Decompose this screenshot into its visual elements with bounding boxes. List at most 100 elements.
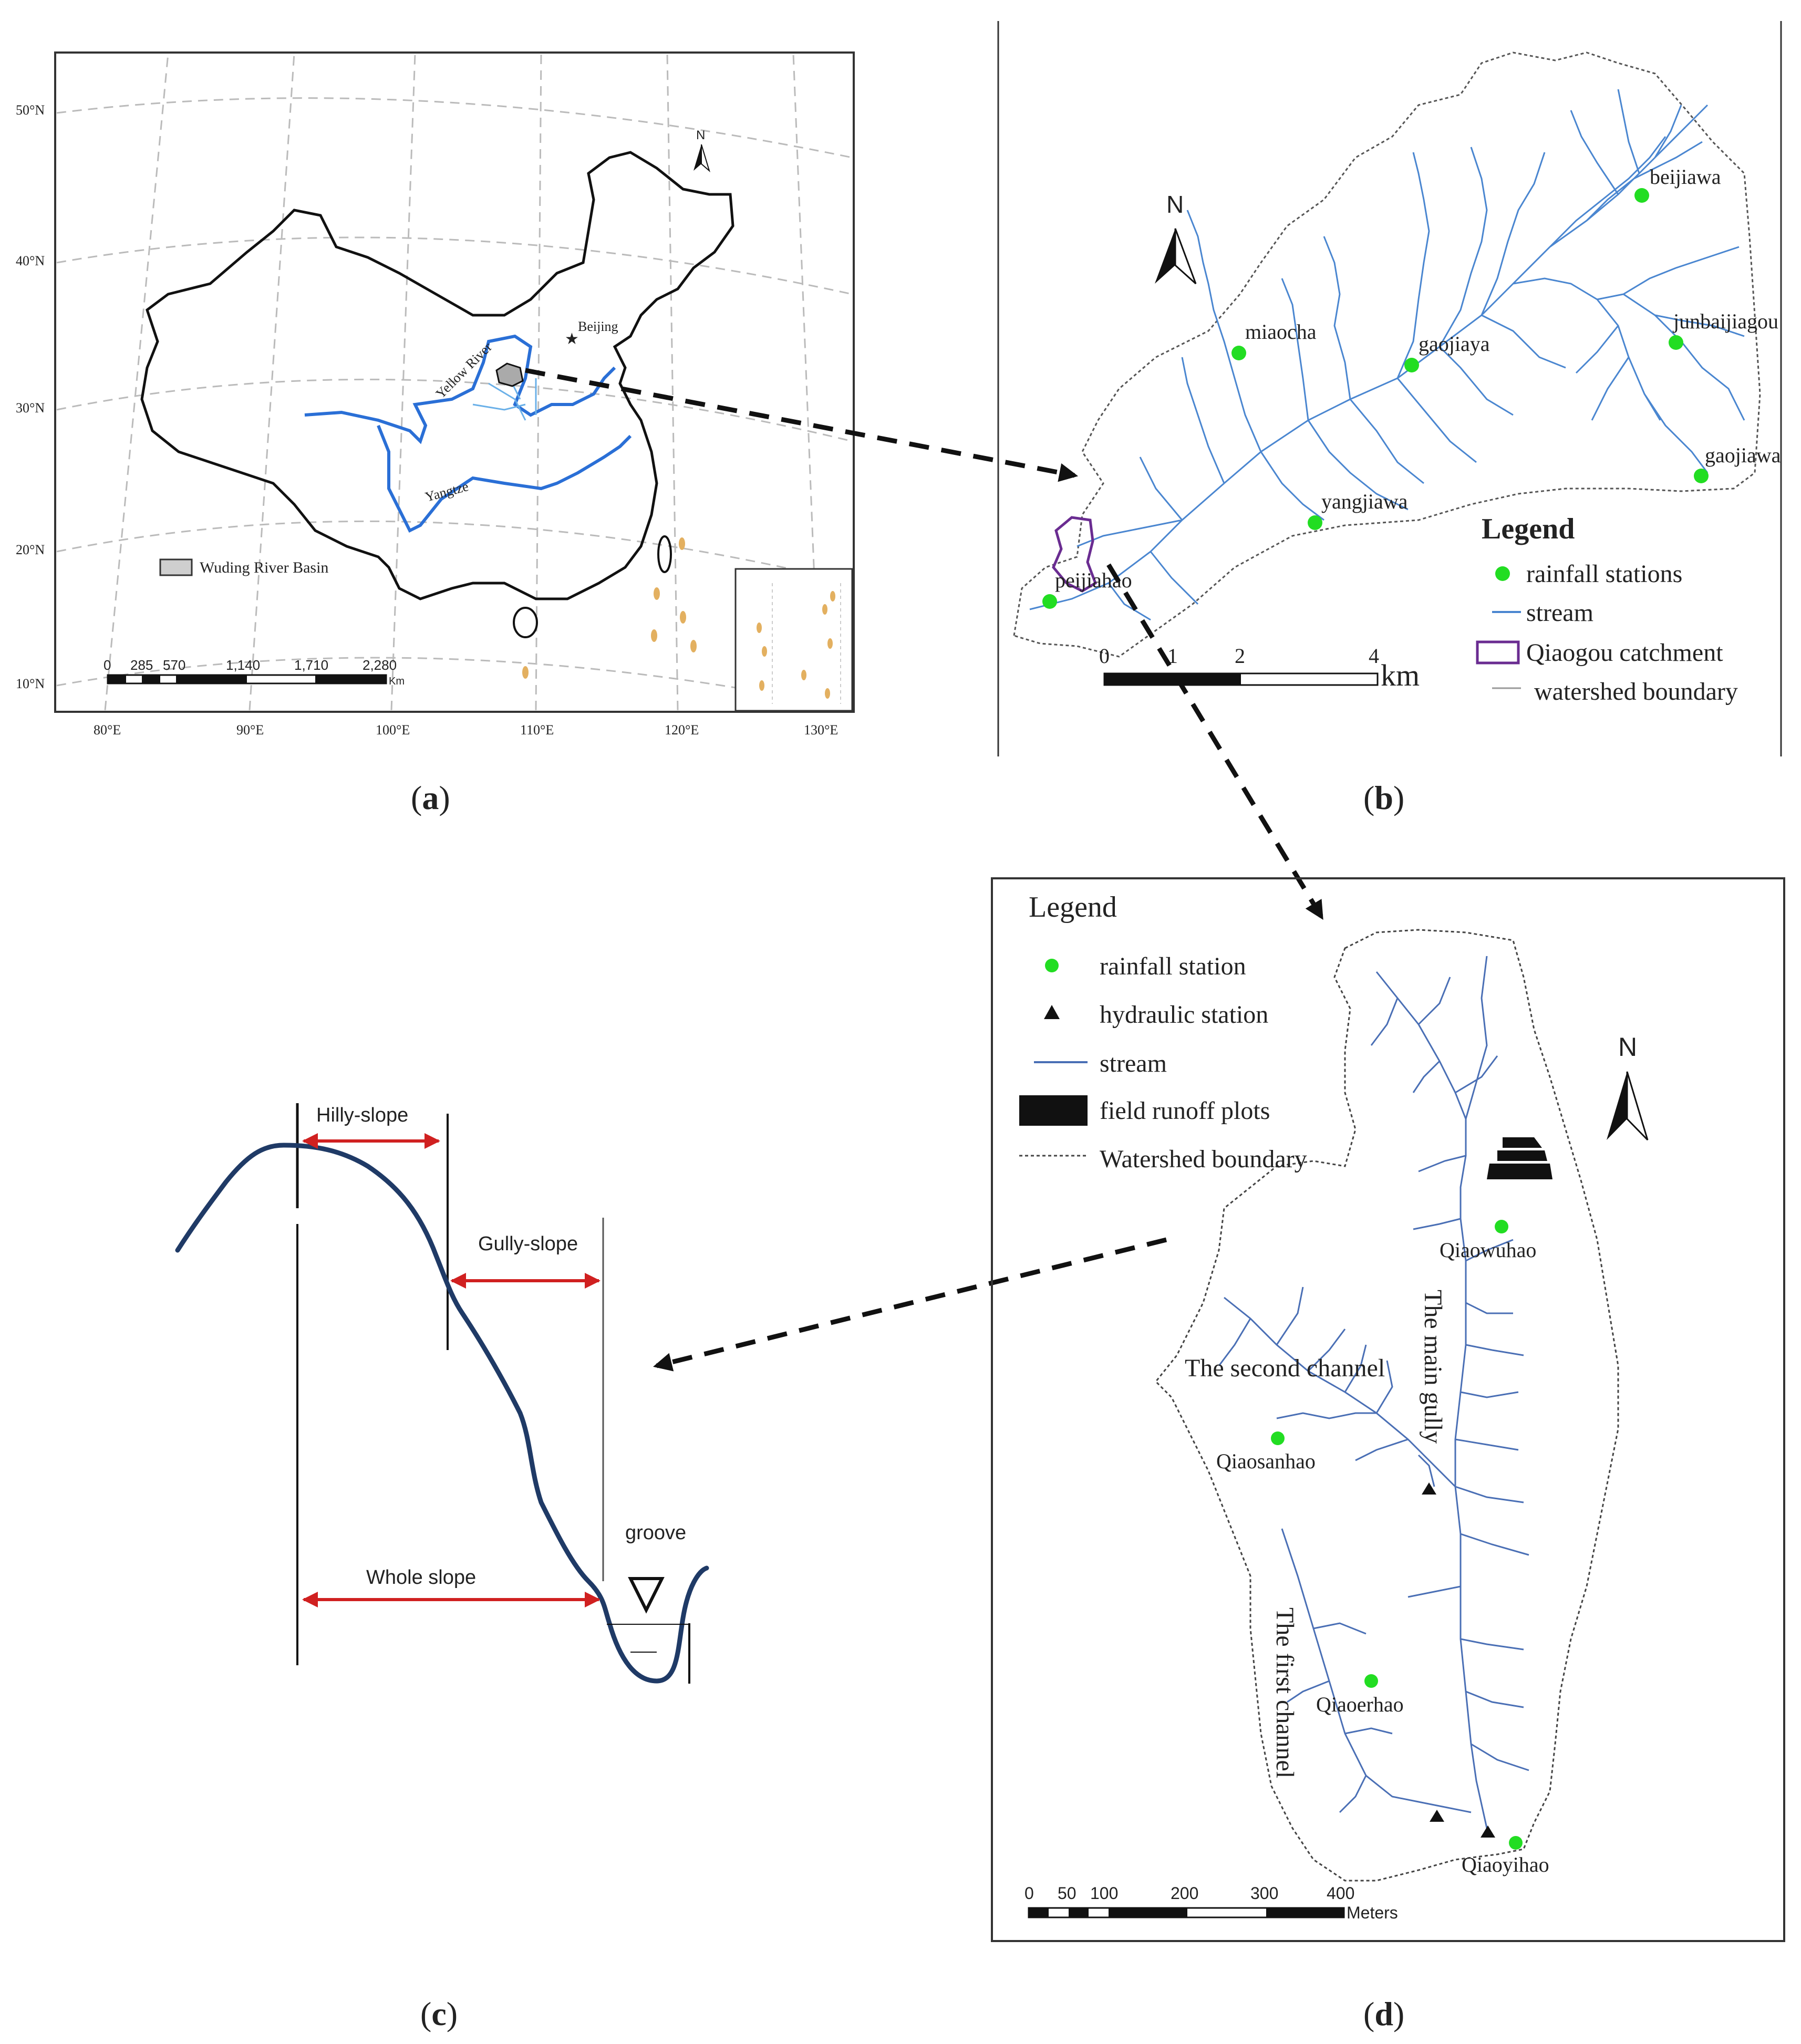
caption-b: (b) <box>1363 779 1404 816</box>
arrow-b-to-d <box>1106 563 1323 920</box>
panel-a-scale-bar <box>107 674 387 684</box>
legend-boundary-label: Watershed boundary <box>1100 1145 1307 1173</box>
caption-d: (d) <box>1363 1995 1404 2032</box>
legend-boundary-label: watershed boundary <box>1534 678 1738 705</box>
scale-tick-400: 400 <box>1327 1884 1354 1903</box>
lon-label-130: 130°E <box>804 722 838 738</box>
lat-label-20: 20°N <box>16 542 45 557</box>
arrow-d-to-c <box>653 1237 1167 1372</box>
scale-unit-km: Km <box>389 676 405 687</box>
lat-label-30: 30°N <box>16 400 45 416</box>
station-label-qiaoyihao: Qiaoyihao <box>1462 1853 1549 1876</box>
panel-a-graticule <box>56 53 853 711</box>
taiwan-island <box>657 535 672 573</box>
panel-d-legend-title: Legend <box>1029 891 1117 924</box>
lat-label-50: 50°N <box>16 102 45 118</box>
panel-b-scale-bar <box>1103 672 1379 686</box>
station-label-qiaosanhao: Qiaosanhao <box>1216 1449 1316 1473</box>
lon-label-100: 100°E <box>376 722 410 738</box>
gully-slope-label: Gully-slope <box>478 1233 578 1255</box>
arrow-a-to-b <box>525 368 1079 482</box>
scale-tick-285: 285 <box>130 657 153 673</box>
hydraulic-station-outlet <box>1481 1825 1495 1838</box>
lon-label-80: 80°E <box>94 722 121 738</box>
station-dot-miaocha <box>1231 346 1246 360</box>
scale-tick-1710: 1,710 <box>294 657 328 673</box>
scale-tick-4: 4 <box>1369 644 1379 668</box>
beijing-label: Beijing <box>578 319 618 334</box>
scale-tick-2: 2 <box>1235 644 1245 668</box>
hydraulic-station-first <box>1430 1810 1444 1822</box>
station-dot-qiaoyihao <box>1509 1836 1523 1850</box>
station-dot-yangjiawa <box>1308 515 1322 530</box>
station-label-miaocha: miaocha <box>1245 320 1317 344</box>
scale-tick-0: 0 <box>103 657 111 673</box>
legend-runoff-swatch <box>1019 1095 1088 1126</box>
station-dot-gaojiaya <box>1404 358 1419 372</box>
station-label-gaojiawa: gaojiawa <box>1705 443 1781 467</box>
inset-boundary-dashes <box>772 583 841 704</box>
whole-slope-label: Whole slope <box>366 1566 476 1589</box>
hainan-island <box>513 607 538 638</box>
station-dot-qiaosanhao <box>1271 1431 1285 1445</box>
legend-rainfall-label: rainfall station <box>1100 952 1246 980</box>
panel-b-north-arrow: N <box>1155 191 1197 285</box>
lon-label-120: 120°E <box>665 722 699 738</box>
scale-tick-1140: 1,140 <box>226 657 260 673</box>
legend-hydraulic-triangle <box>1044 1005 1060 1019</box>
scale-tick-0: 0 <box>1024 1884 1034 1903</box>
legend-rainfall-dot <box>1495 566 1510 581</box>
scale-unit-meters: Meters <box>1347 1903 1398 1922</box>
hilly-slope-label: Hilly-slope <box>316 1104 408 1126</box>
south-sea-islands <box>522 537 697 679</box>
legend-catchment-swatch <box>1476 640 1520 665</box>
legend-runoff-label: field runoff plots <box>1100 1097 1270 1125</box>
groove-label: groove <box>625 1522 686 1544</box>
scale-tick-2280: 2,280 <box>363 657 397 673</box>
station-dot-beijiawa <box>1634 188 1649 203</box>
legend-stream-label: stream <box>1526 599 1593 627</box>
scale-tick-0: 0 <box>1099 644 1110 668</box>
station-label-junbaijiagou: junbaijiagou <box>1672 309 1778 333</box>
inset-islands <box>757 591 835 699</box>
lon-label-90: 90°E <box>236 722 264 738</box>
qiaogou-watershed-boundary <box>1154 929 1619 1882</box>
panel-a-frame <box>54 51 855 713</box>
beijing-star-icon: ★ <box>565 330 579 348</box>
yellow-river-tributaries <box>472 367 537 421</box>
svg-text:N: N <box>1166 191 1184 218</box>
station-dot-gaojiawa <box>1694 469 1709 483</box>
wuding-basin-location <box>495 362 524 387</box>
scale-unit-km: km <box>1381 658 1420 692</box>
station-label-qiaowuhao: Qiaowuhao <box>1440 1238 1536 1262</box>
legend-rainfall-label: rainfall stations <box>1526 560 1682 588</box>
south-sea-inset <box>734 568 853 712</box>
legend-basin-swatch <box>159 558 193 576</box>
station-label-gaojiaya: gaojiaya <box>1419 332 1490 356</box>
svg-text:N: N <box>696 128 705 142</box>
china-outline <box>140 151 734 600</box>
panel-b-watershed-map: N beijiawa miaocha gaojiaya junbaijiagou… <box>997 21 1782 756</box>
station-dot-junbaijiagou <box>1669 335 1683 350</box>
panel-d-qiaogou-map: Legend rainfall station hydraulic statio… <box>991 877 1785 1942</box>
svg-text:N: N <box>1618 1032 1637 1062</box>
station-label-yangjiawa: yangjiawa <box>1321 490 1408 513</box>
slope-profile-line <box>175 1143 709 1684</box>
scale-tick-570: 570 <box>163 657 185 673</box>
scale-tick-1: 1 <box>1167 644 1178 668</box>
caption-a: (a) <box>411 779 450 816</box>
lat-label-40: 40°N <box>16 253 45 268</box>
wuding-watershed-boundary <box>1013 51 1761 658</box>
qiaogou-streams <box>1218 956 1529 1829</box>
station-dot-qiaowuhao <box>1495 1220 1508 1233</box>
station-dot-qiaoerhao <box>1364 1674 1378 1688</box>
channel-label-main: The main gully <box>1419 1290 1447 1444</box>
yangtze-label: Yangtze <box>423 479 470 505</box>
lon-label-110: 110°E <box>520 722 554 738</box>
qiaogou-catchment <box>1052 516 1098 593</box>
scale-tick-300: 300 <box>1250 1884 1278 1903</box>
channel-label-first: The first channel <box>1271 1607 1299 1778</box>
panel-c-slope-profile: Hilly-slope Gully-slope Whole slope groo… <box>175 1103 709 1684</box>
panel-d-scale-bar <box>1028 1907 1345 1918</box>
